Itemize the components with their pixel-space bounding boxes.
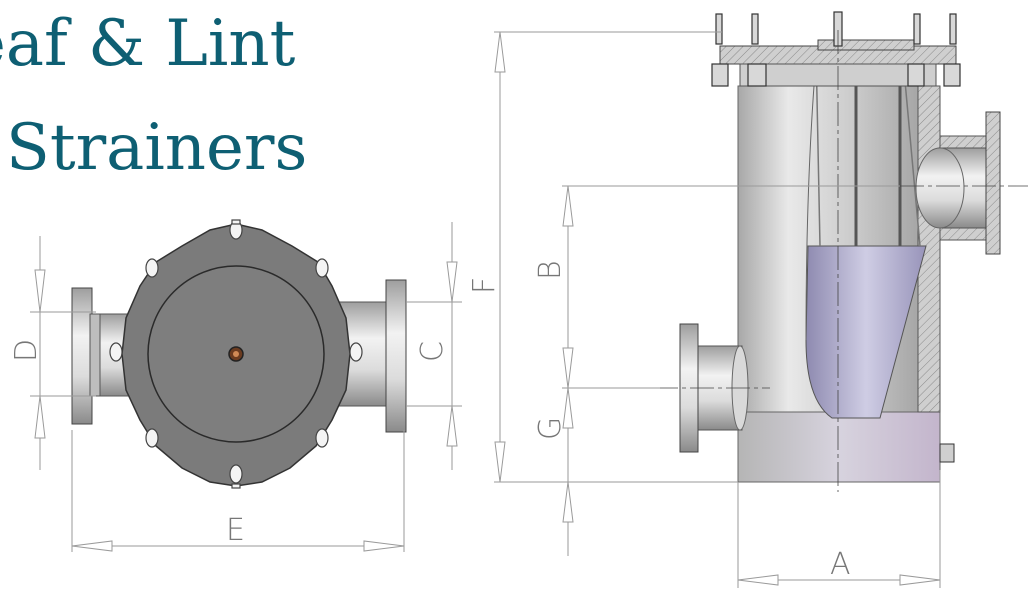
lower-body bbox=[737, 409, 941, 483]
dim-a: A bbox=[737, 470, 941, 588]
dim-c: C bbox=[406, 222, 462, 470]
dim-label-b: B bbox=[533, 260, 568, 280]
left-flange bbox=[71, 287, 93, 425]
dim-g: G bbox=[533, 387, 574, 556]
dim-label-d: D bbox=[9, 339, 44, 362]
dim-b: B bbox=[533, 185, 900, 389]
dim-e: E bbox=[71, 430, 405, 552]
clamp-bolts bbox=[109, 219, 363, 489]
dim-label-a: A bbox=[830, 547, 851, 582]
dim-label-f: F bbox=[467, 277, 502, 294]
title-line-2: Strainers bbox=[6, 111, 308, 185]
cover-bolts bbox=[711, 11, 961, 87]
right-flange bbox=[385, 279, 407, 433]
dim-label-g: G bbox=[533, 417, 568, 440]
drain-plug bbox=[939, 443, 955, 463]
dim-f: F bbox=[467, 31, 738, 483]
dim-label-c: C bbox=[415, 341, 450, 362]
dim-d: D bbox=[9, 236, 96, 470]
top-view bbox=[71, 219, 407, 489]
title-line-1: eaf & Lint bbox=[0, 7, 296, 81]
side-view bbox=[654, 11, 1028, 492]
dim-label-e: E bbox=[226, 513, 245, 548]
outlet-flange bbox=[985, 111, 1001, 255]
strainer-basket bbox=[805, 245, 927, 419]
